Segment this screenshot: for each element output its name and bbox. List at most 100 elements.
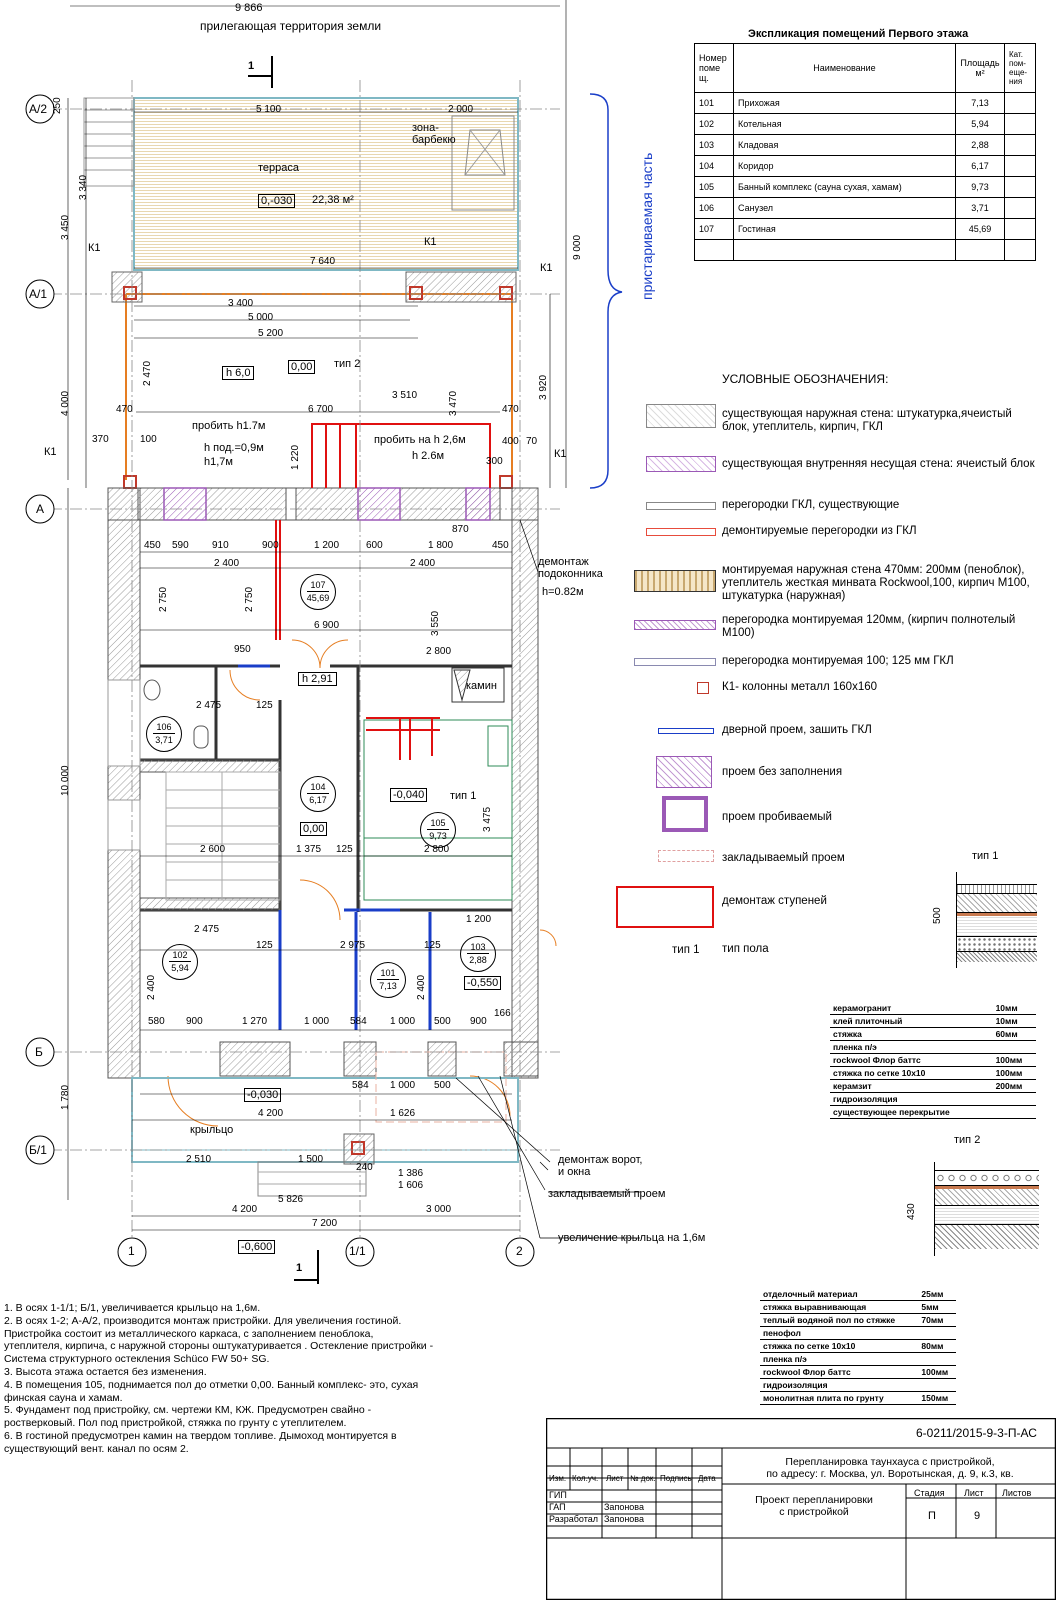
axis-label: Б/1 (29, 1143, 47, 1157)
layer-name: теплый водяной пол по стяжке (760, 1313, 919, 1327)
annex-walls (125, 293, 513, 480)
cell: 102 (694, 113, 734, 135)
dim-label: 3 340 (78, 174, 89, 200)
dim-label: 870 (452, 524, 469, 535)
layer-name: rockwool Флор баттс (760, 1365, 919, 1379)
room-label: крыльцо (190, 1124, 234, 1136)
dim-label: 2 975 (340, 940, 366, 951)
cell (1004, 134, 1036, 156)
cell: 103 (694, 134, 734, 156)
cell: Банный комплекс (сауна сухая, хамам) (733, 176, 956, 198)
tb-col: № док. (630, 1474, 656, 1483)
layer-thickness (992, 1105, 1036, 1119)
annex-label: пристариваемая часть (639, 152, 655, 300)
legend-item: проем без заполнения (722, 766, 843, 778)
punch-note: h 2.6м (412, 450, 445, 462)
legend-item: существующая наружная стена: штукатурка,… (722, 408, 1012, 434)
tb-role: ГАП (549, 1502, 566, 1512)
tb-col: Лист (606, 1474, 624, 1483)
legend-swatch (658, 728, 714, 734)
legend-swatch (634, 658, 716, 666)
layer-name: гидроизоляция (760, 1378, 919, 1392)
dim-label: 1 780 (60, 1084, 71, 1110)
header-cell: Площадь м² (955, 43, 1005, 93)
legend-item: демонтируемые перегородки из ГКЛ (722, 525, 917, 537)
dim-label: 1 000 (390, 1080, 416, 1091)
k1-column (499, 286, 513, 300)
tb-role: ГИП (549, 1490, 567, 1500)
dim-label: 3 470 (448, 390, 459, 416)
layer-name: пленка п/э (760, 1352, 919, 1366)
legend-item: перегородка монтируемая 100; 125 мм ГКЛ (722, 655, 954, 667)
cell: Коридор (733, 155, 956, 177)
type1-section (956, 872, 1037, 968)
layer-thickness: 100мм (992, 1053, 1036, 1067)
axis-label: 1/1 (349, 1244, 366, 1258)
dim-label: 5 826 (278, 1194, 304, 1205)
note: 3. Высота этажа остается без изменения. (4, 1365, 207, 1378)
tb-sheet: 9 (974, 1510, 981, 1522)
table-row (694, 239, 1036, 261)
legend-item: перегородки ГКЛ, существующие (722, 499, 900, 511)
room-tag-104: 104 6,17 (300, 776, 336, 812)
header-cell: Кат. пом- еще- ния (1004, 43, 1036, 93)
list-item: гидроизоляция (830, 1092, 1036, 1106)
layer-name: керамогранит (830, 1002, 993, 1015)
room-number: 106 (153, 721, 175, 734)
sink (143, 679, 161, 701)
k1-label: К1 (44, 446, 57, 458)
level-mark: -0,040 (390, 788, 428, 803)
dim-label: 900 (470, 1016, 487, 1027)
dim-label: 400 (502, 436, 519, 447)
axis-label: А/1 (29, 287, 48, 301)
axis-label: А (36, 502, 45, 516)
dim-label: 1 606 (398, 1180, 424, 1191)
cell (1004, 92, 1036, 114)
dim-label: 580 (148, 1016, 165, 1027)
type1-title: тип 1 (972, 850, 999, 862)
type1-height: 500 (932, 907, 943, 924)
dim-label: 2 400 (146, 974, 157, 1000)
room-number: 104 (307, 781, 329, 794)
annex-brace (589, 93, 623, 489)
room-area: 9,73 (429, 831, 447, 841)
legend-item: проем пробиваемый (722, 811, 832, 823)
axis-lines (50, 80, 560, 1240)
dim-label: 125 (256, 940, 273, 951)
dim-label: 240 (356, 1162, 373, 1173)
cell: 107 (694, 218, 734, 240)
section-mark: 1 (296, 1262, 303, 1274)
tb-col: Дата (698, 1474, 716, 1483)
legend-swatch (658, 850, 714, 862)
cell: Прихожая (733, 92, 956, 114)
dim-label: 1 386 (398, 1168, 424, 1179)
dim-label: 2 400 (214, 558, 240, 569)
punch-note: h под.=0,9м (204, 442, 264, 454)
legend-item: перегородка монтируемая 120мм, (кирпич п… (722, 614, 1016, 640)
punch-note: пробить h1.7м (192, 420, 266, 432)
level-mark: -0,550 (464, 976, 502, 991)
level-mark: 0,-030 (258, 194, 296, 209)
top-note: прилегающая территория земли (200, 19, 382, 33)
sauna-area (363, 719, 513, 901)
note: 6. В гостиной предусмотрен камин на твер… (4, 1429, 397, 1455)
dim-label: 1 270 (242, 1016, 268, 1027)
dim-label: 6 700 (308, 404, 334, 415)
dim-label: 450 (144, 540, 161, 551)
dim-label: 950 (234, 644, 251, 655)
dim-label: 4 200 (258, 1108, 284, 1119)
cell (733, 239, 956, 261)
room-tag-105: 105 9,73 (420, 812, 456, 848)
cell: 3,71 (955, 197, 1005, 219)
room-tag-103: 103 2,88 (460, 936, 496, 972)
dim-label: 2 800 (426, 646, 452, 657)
dim-label: 2 800 (424, 844, 450, 855)
